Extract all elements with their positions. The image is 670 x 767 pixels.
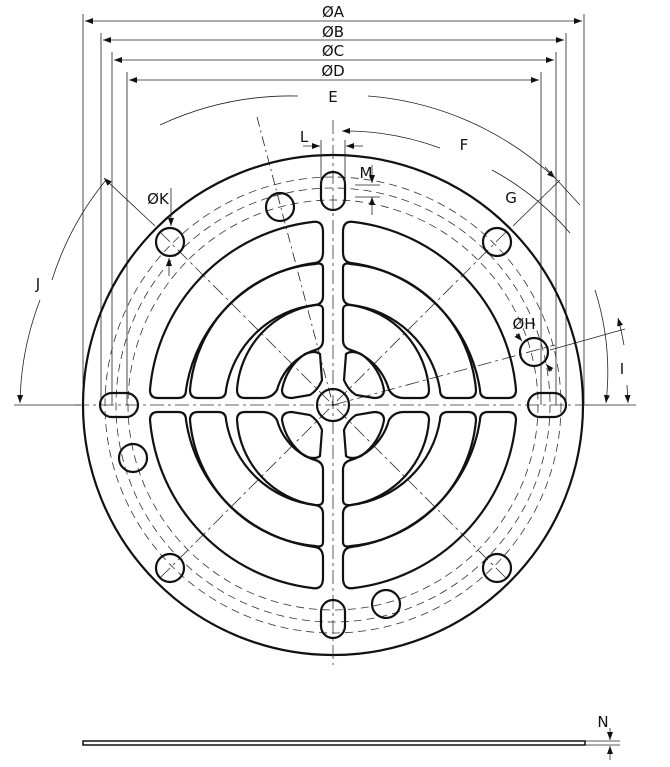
hole-h-1: [264, 191, 296, 223]
dim-label-j: J: [35, 275, 40, 293]
grate-side-view: [82, 728, 620, 760]
angular-dimensions: [14, 95, 636, 406]
hole-h-3: [117, 442, 149, 474]
dim-label-f: F: [460, 136, 469, 154]
mount-slot-bottom: [319, 598, 347, 640]
dim-label-n: N: [597, 713, 608, 731]
bolt-hole-k-tl: [154, 226, 186, 258]
dim-label-d: ØD: [321, 62, 344, 80]
diameter-dimensions: [82, 14, 585, 405]
dim-l: [303, 140, 363, 185]
dim-label-b: ØB: [322, 23, 344, 41]
ring-slots: [148, 220, 518, 590]
dim-label-k: ØK: [147, 190, 170, 208]
dim-label-l: L: [300, 128, 309, 146]
hole-h-2: [518, 336, 550, 368]
dim-label-g: G: [505, 189, 517, 207]
dim-label-c: ØC: [322, 42, 344, 60]
bolt-hole-k-bl: [154, 552, 186, 584]
dim-label-h: ØH: [512, 315, 535, 333]
dim-h: [514, 332, 554, 373]
grate-top-view: [75, 120, 590, 665]
dim-label-i: I: [620, 360, 624, 378]
bolt-hole-k-br: [481, 552, 513, 584]
dim-label-e: E: [328, 88, 337, 106]
hole-h-4: [370, 588, 402, 620]
dim-m: [355, 165, 380, 215]
mount-slot-left: [98, 391, 140, 419]
center-hole: [315, 387, 351, 423]
bolt-hole-k-tr: [481, 226, 513, 258]
mount-slot-top: [319, 170, 347, 212]
dim-label-a: ØA: [322, 3, 345, 21]
dim-k: [166, 188, 174, 276]
dim-label-m: M: [360, 164, 373, 182]
mount-slot-right: [526, 391, 568, 419]
